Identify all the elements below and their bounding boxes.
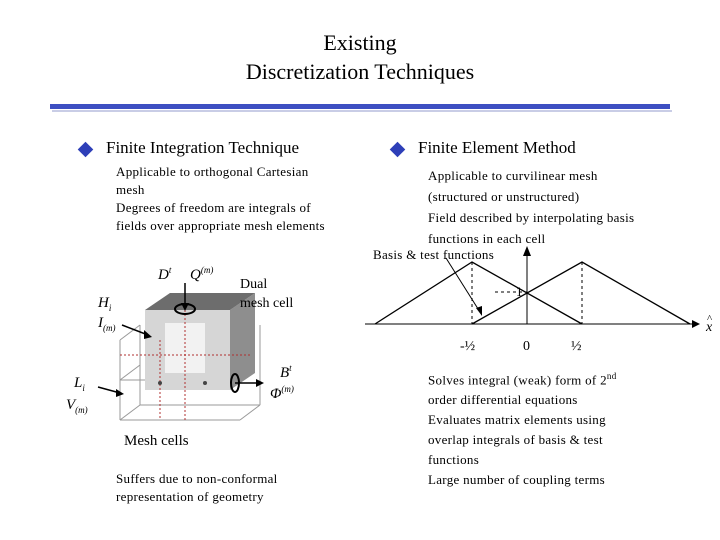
b-arrowhead-icon [256,379,264,387]
label-v: V(m) [66,397,88,415]
diamond-bullet-icon [77,141,94,158]
left-line: Applicable to orthogonal Cartesian [116,164,309,179]
left-footer-line: Suffers due to non-conformal [116,471,278,486]
right-line: (structured or unstructured) [428,189,580,204]
left-line: Degrees of freedom are integrals of [116,200,311,215]
mesh-cell-diagram: Dt Q(m) Dual mesh cell Hi I(m) Bt Φ(m) L… [66,265,294,449]
x-axis-arrowhead-icon [692,320,700,328]
basis-label: Basis & test functions [373,247,495,262]
label-phi: Φ(m) [270,384,294,402]
weak-form-sup: nd [606,371,617,381]
slide-title-line-2: Discretization Techniques [245,59,475,84]
mesh-grid-back [119,324,261,421]
left-line: mesh [116,182,145,197]
axis-label-hat: ^ [707,313,713,325]
right-bottom-line: Large number of coupling terms [428,472,605,488]
label-mesh-cell: mesh cell [240,296,293,311]
tick-minus-half: -½ [460,339,475,354]
dual-cell-top [145,293,255,310]
y-axis-arrowhead-icon [523,246,531,256]
label-i: I(m) [97,315,116,333]
slide-title: Existing Discretization Techniques [0,28,720,86]
left-footer-line: representation of geometry [116,489,264,504]
right-heading: Finite Element Method [418,138,576,157]
right-line: functions in each cell [428,231,546,246]
right-line: Applicable to curvilinear mesh [428,168,598,183]
dual-cell-side [230,293,255,390]
basis-triangle-right [471,261,691,325]
guide-lines [471,262,583,324]
right-bottom-line: order differential equations [428,392,578,408]
title-divider [50,104,670,109]
tick-half: ½ [571,339,582,354]
left-footer: Suffers due to non-conformal representat… [116,470,278,506]
label-q: Q(m) [190,265,213,283]
left-line: fields over appropriate mesh elements [116,218,325,233]
tick-zero: 0 [523,339,530,354]
h-arrow-icon [121,324,149,336]
basis-function-plot: 1 -½ 0 ½ x ^ [365,246,713,354]
peak-label: 1 [516,284,523,299]
weak-form-text: Solves integral (weak) form of 2 [428,372,607,388]
label-mesh-cells: Mesh cells [124,433,189,449]
label-h: Hi [97,295,112,313]
right-bottom-line: functions [428,452,480,468]
right-bottom-line: Evaluates matrix elements using [428,412,606,428]
basis-triangle-left [374,261,583,325]
right-bottom-text: Solves integral (weak) form of 2nd order… [428,366,617,490]
left-description: Applicable to orthogonal Cartesian mesh … [116,163,325,235]
l-arrowhead-icon [116,389,124,397]
d-arrowhead-icon [181,303,189,311]
slide-title-line-1: Existing [323,30,397,55]
axis-label-x: x [705,320,713,335]
label-d: Dt [157,265,172,283]
left-heading: Finite Integration Technique [106,138,300,157]
label-b: Bt [280,363,292,381]
primary-edges [120,310,250,420]
right-line: Field described by interpolating basis [428,210,635,225]
label-dual: Dual [240,277,267,292]
h-arrowhead-icon [144,330,152,339]
basis-pointer [445,257,481,313]
right-bottom-line: overlap integrals of basis & test [428,432,603,448]
right-description: Applicable to curvilinear mesh (structur… [428,165,634,249]
label-l: Li [73,375,85,393]
diamond-bullet-icon [389,141,406,158]
right-bottom-line: Solves integral (weak) form of 2nd [428,366,617,390]
title-divider-shadow [52,110,672,112]
basis-pointer-head-icon [476,306,482,316]
